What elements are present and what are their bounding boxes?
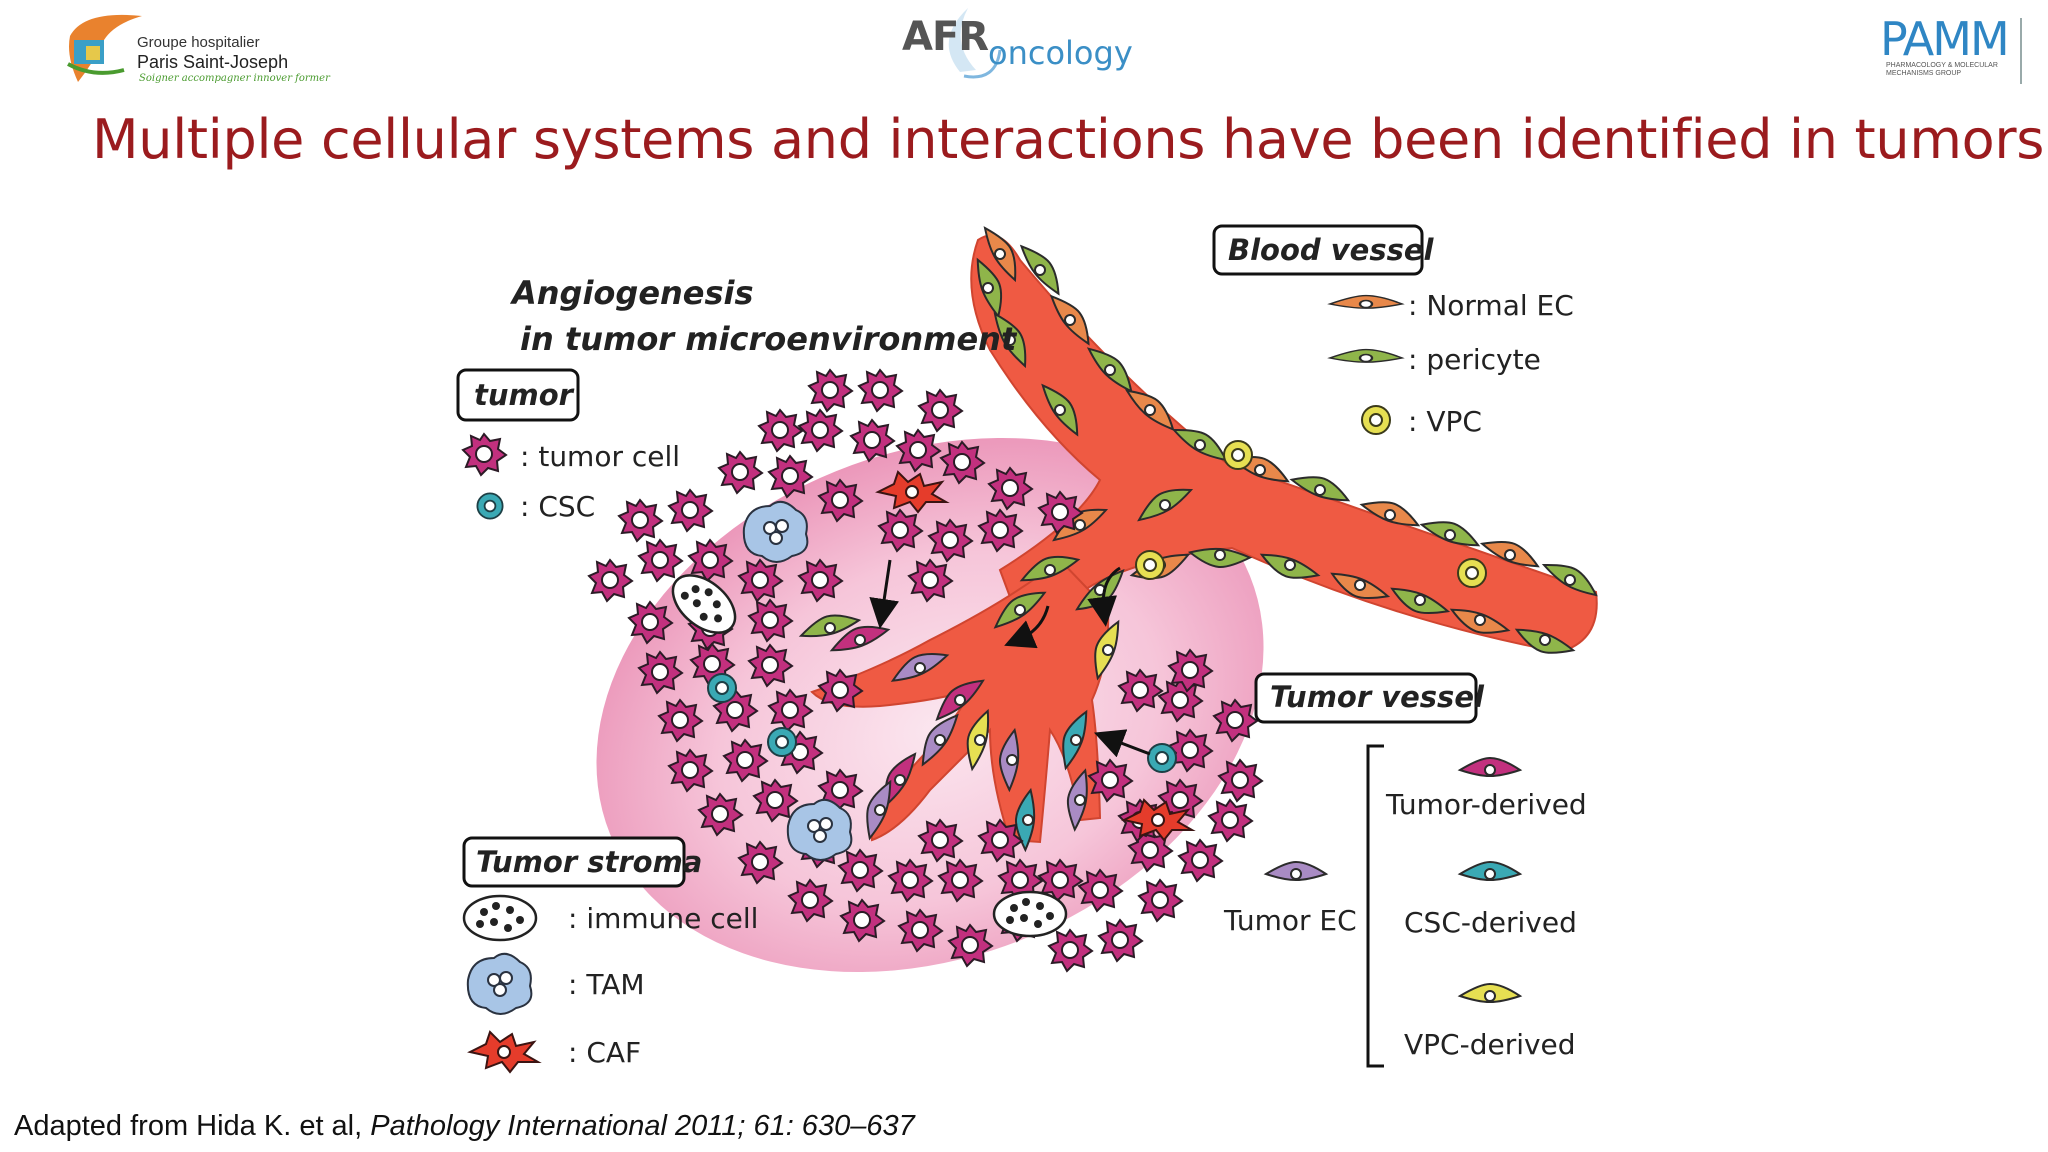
tumor-ec-bracket (1366, 744, 1384, 1068)
csc-derived-legend-icon (1459, 861, 1521, 881)
tumor-derived-legend-icon (1459, 757, 1521, 777)
tumor-vessel-legend-title: Tumor vessel (1270, 680, 1485, 714)
pericyte-legend-icon (1328, 348, 1404, 364)
vpc-legend-icon (1361, 405, 1391, 435)
vpc-cell (1223, 440, 1253, 470)
csc-cell (767, 727, 797, 757)
caf-legend-icon (469, 1031, 539, 1073)
vpc-legend-label: : VPC (1408, 405, 1482, 438)
vpc-derived-legend-icon (1459, 983, 1521, 1003)
stroma-legend-box (462, 836, 686, 888)
immune-cell (992, 890, 1068, 938)
tam-legend-label: : TAM (568, 968, 645, 1001)
pamm-logo-divider (2020, 18, 2022, 84)
tumor-vessel-legend-box (1254, 672, 1478, 724)
tam-cell (742, 500, 809, 563)
citation-journal: Pathology International 2011; 61: 630–63… (370, 1110, 915, 1142)
stroma-legend-title: Tumor stroma (476, 845, 702, 879)
tumor-cell-legend-label: : tumor cell (520, 440, 680, 473)
tam-cell (786, 798, 853, 861)
tumor-derived-legend-label: Tumor-derived (1385, 788, 1587, 821)
hospital-logo-line2: Paris Saint-Joseph (137, 52, 289, 72)
tumor-ec-legend-icon (1265, 861, 1327, 881)
normal-ec-legend-label: : Normal EC (1408, 289, 1574, 322)
vpc-cell (1457, 558, 1487, 588)
csc-cell (1147, 743, 1177, 773)
pamm-logo-text: PAMM (1880, 12, 2010, 66)
caf-legend-label: : CAF (568, 1036, 641, 1069)
vpc-cell (1135, 550, 1165, 580)
oncology-logo-text: oncology (988, 34, 1133, 72)
normal-ec-legend-icon (1328, 294, 1404, 310)
csc-derived-legend-label: CSC-derived (1404, 906, 1577, 939)
hospital-logo-icon (67, 14, 142, 82)
tumor-cell-legend-icon (462, 433, 507, 476)
pericyte-legend-label: : pericyte (1408, 343, 1541, 376)
immune-legend-label: : immune cell (568, 902, 758, 935)
csc-legend-label: : CSC (520, 490, 595, 523)
slide-title: Multiple cellular systems and interactio… (92, 108, 2045, 171)
tumor-legend-title: tumor (474, 378, 575, 412)
immune-legend-icon (462, 894, 538, 942)
tumor-ec-legend-label: Tumor EC (1223, 904, 1357, 937)
blood-vessel-legend-title: Blood vessel (1228, 233, 1435, 267)
blood-vessel-legend-box (1212, 224, 1424, 276)
afr-swirl-icon (948, 8, 1002, 79)
pamm-logo-subtitle: PHARMACOLOGY & MOLECULAR MECHANISMS GROU… (1886, 62, 1998, 77)
vpc-derived-legend-label: VPC-derived (1404, 1028, 1576, 1061)
hospital-logo-line1: Groupe hospitalier (137, 34, 260, 51)
citation-prefix: Adapted from Hida K. et al, (14, 1110, 371, 1142)
citation: Adapted from Hida K. et al, Pathology In… (14, 1110, 915, 1143)
recruitment-arrows (869, 559, 1151, 758)
diagram-heading-line2: in tumor microenvironment (520, 320, 1018, 358)
csc-legend-icon (476, 492, 504, 520)
hospital-logo-tagline: Soigner accompagner innover former (139, 73, 330, 84)
diagram-heading-line1: Angiogenesis (509, 274, 754, 312)
tam-legend-icon (466, 952, 533, 1015)
csc-cell (707, 673, 737, 703)
tumor-legend-box (456, 368, 580, 422)
afr-logo-text: AFR (902, 14, 989, 60)
